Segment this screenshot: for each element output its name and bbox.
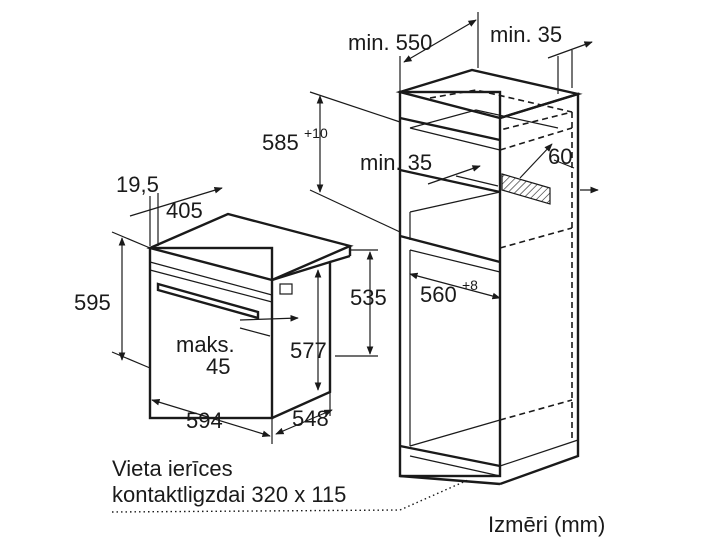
label-max-value: 45 (206, 354, 230, 379)
cabinet-side (499, 92, 580, 486)
label-oven-width: 594 (186, 408, 223, 433)
oven-handle (156, 282, 260, 320)
vent-hatch (501, 173, 551, 205)
label-body-height: 535 (350, 285, 387, 310)
shelf-upper (399, 168, 501, 194)
label-max: maks. (176, 332, 235, 357)
oven-dimensions (111, 186, 378, 444)
label-top-depth: 405 (166, 198, 203, 223)
cabinet-dimensions (111, 12, 599, 513)
shelf-lower (399, 234, 501, 264)
oven-drawing (146, 212, 354, 420)
label-niche-height: 585 (262, 130, 299, 155)
label-oven-height: 595 (74, 290, 111, 315)
label-cab-depth: min. 550 (348, 30, 432, 55)
cabinet-drawing (395, 68, 583, 486)
oven-knob (279, 283, 293, 295)
label-units: Izmēri (mm) (488, 512, 605, 537)
label-front-thickness: 19,5 (116, 172, 159, 197)
label-niche-width: 560 (420, 282, 457, 307)
label-cab-top-gap: min. 35 (490, 22, 562, 47)
label-socket-2: kontaktligzdai 320 x 115 (112, 482, 346, 507)
label-socket-1: Vieta ierīces (112, 456, 233, 481)
label-inner-height: 577 (290, 338, 327, 363)
control-strip (149, 261, 273, 296)
cabinet-top (395, 68, 583, 120)
label-oven-depth: 548 (292, 406, 329, 431)
label-niche-width-tol: +8 (462, 277, 478, 293)
label-niche-height-tol: +10 (304, 125, 328, 141)
oven-side (271, 260, 332, 420)
socket-leader (111, 509, 401, 513)
label-vent: 60 (548, 144, 572, 169)
label-cab-gap: min. 35 (360, 150, 432, 175)
